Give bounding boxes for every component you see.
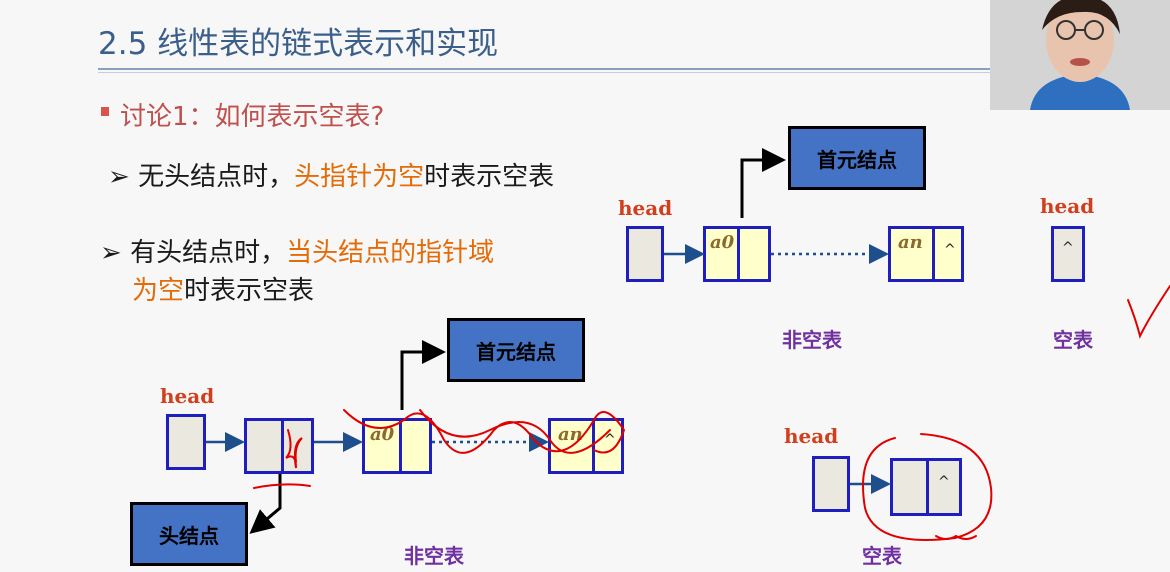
bottom-node-a0-divider bbox=[399, 418, 402, 474]
bottom-node-an-divider bbox=[592, 418, 595, 474]
arrow-bullet-icon: ➢ bbox=[108, 162, 130, 192]
top-empty-head-pointer bbox=[1051, 226, 1085, 282]
arrow-bullet-icon: ➢ bbox=[100, 238, 122, 268]
bottom-empty-null: ^ bbox=[938, 474, 950, 490]
presenter-figure bbox=[990, 0, 1170, 110]
bottom-head-node-down-arrow bbox=[249, 474, 282, 534]
bottom-empty-head-node-divider bbox=[926, 458, 929, 516]
presenter-webcam bbox=[990, 0, 1170, 110]
slide-title: 2.5 线性表的链式表示和实现 bbox=[98, 26, 499, 62]
top-node-a0-label: a0 bbox=[710, 232, 735, 253]
top-empty-label: 空表 bbox=[1053, 328, 1093, 352]
case1-highlight: 头指针为空 bbox=[294, 162, 425, 192]
case2-suffix: 时表示空表 bbox=[184, 276, 315, 306]
discussion-heading: 讨论1：如何表示空表? bbox=[120, 102, 385, 132]
bottom-head-node-box: 头结点 bbox=[130, 502, 248, 566]
top-head-label: head bbox=[618, 196, 673, 220]
bullet-square-icon bbox=[101, 107, 109, 116]
case-no-head-node: ➢ 无头结点时，头指针为空时表示空表 bbox=[108, 156, 554, 193]
case1-suffix: 时表示空表 bbox=[424, 162, 555, 192]
top-first-node-arrow bbox=[740, 148, 786, 218]
bottom-empty-head-label: head bbox=[784, 424, 839, 448]
red-ink-annotations bbox=[253, 285, 1170, 541]
top-node-an-null: ^ bbox=[944, 242, 956, 258]
case1-prefix: 无头结点时， bbox=[138, 162, 295, 192]
bottom-empty-head-pointer bbox=[812, 456, 850, 512]
top-empty-null: ^ bbox=[1062, 240, 1074, 256]
title-divider-thin bbox=[98, 72, 990, 73]
bottom-node-an-label: an bbox=[558, 424, 583, 445]
bottom-empty-label: 空表 bbox=[862, 544, 902, 568]
bottom-first-node-box: 首元结点 bbox=[447, 318, 585, 382]
bottom-head-pointer bbox=[166, 414, 206, 470]
top-node-an-divider bbox=[932, 226, 935, 282]
case-with-head-node: ➢ 有头结点时，当头结点的指针域 bbox=[100, 232, 494, 269]
bottom-node-a0-label: a0 bbox=[370, 424, 395, 445]
top-nonempty-label: 非空表 bbox=[782, 328, 842, 352]
case-with-head-node-line2: 为空时表示空表 bbox=[132, 270, 314, 307]
bottom-head-label: head bbox=[160, 384, 215, 408]
case2-highlight: 当头结点的指针域 bbox=[286, 238, 495, 268]
bottom-head-node-divider bbox=[281, 418, 284, 474]
top-node-a0-divider bbox=[737, 226, 740, 282]
top-empty-head-label: head bbox=[1040, 194, 1095, 218]
case2-prefix: 有头结点时， bbox=[130, 238, 287, 268]
bottom-head-node bbox=[244, 418, 314, 474]
top-first-node-box: 首元结点 bbox=[788, 126, 926, 190]
top-node-an-label: an bbox=[898, 232, 923, 253]
bottom-node-an bbox=[548, 418, 624, 474]
title-divider bbox=[98, 68, 990, 70]
case2-highlight-2: 为空 bbox=[132, 276, 185, 306]
bottom-nonempty-label: 非空表 bbox=[404, 544, 464, 568]
top-node-an bbox=[888, 226, 964, 282]
bottom-first-node-arrow bbox=[400, 340, 446, 410]
bottom-node-an-null: ^ bbox=[604, 432, 616, 448]
top-head-pointer bbox=[626, 226, 664, 282]
